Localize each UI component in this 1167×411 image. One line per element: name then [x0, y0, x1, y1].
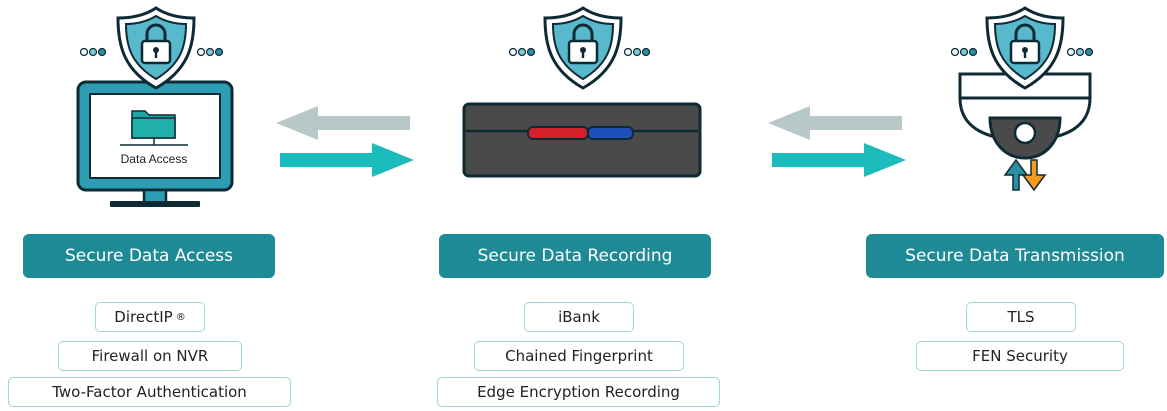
- column-title: Secure Data Transmission: [905, 246, 1125, 266]
- feature-two-factor-authentication: Two-Factor Authentication: [8, 377, 291, 407]
- feature-label: Firewall on NVR: [91, 347, 209, 365]
- upload-arrow-icon: [1003, 158, 1029, 191]
- feature-firewall-on-nvr: Firewall on NVR: [58, 341, 242, 371]
- column-title: Secure Data Access: [64, 246, 234, 266]
- lock-shield-icon: [543, 6, 623, 90]
- feature-label: FEN Security: [972, 347, 1068, 365]
- dots-left-icon: [950, 47, 978, 57]
- arrow-left-icon: [276, 106, 410, 140]
- feature-label: TLS: [1007, 308, 1035, 326]
- dots-right-icon: [196, 47, 224, 57]
- arrow-left-icon: [768, 106, 902, 140]
- dome-camera-icon: [958, 72, 1092, 160]
- arrow-right-icon: [772, 143, 906, 177]
- column-title: Secure Data Recording: [477, 246, 673, 266]
- title-secure-data-transmission: Secure Data Transmission: [866, 234, 1164, 278]
- feature-label: Two-Factor Authentication: [52, 383, 247, 401]
- dots-right-icon: [1066, 47, 1094, 57]
- feature-label: iBank: [558, 308, 600, 326]
- nvr-recorder-icon: [462, 102, 702, 178]
- monitor-label: Data Access: [121, 152, 188, 166]
- lock-shield-icon: [116, 6, 196, 90]
- feature-chained-fingerprint: Chained Fingerprint: [474, 341, 684, 371]
- feature-directip: DirectIP®: [95, 302, 205, 332]
- dots-left-icon: [79, 47, 107, 57]
- registered-mark: ®: [175, 311, 186, 323]
- diagram-graphics: Data Access: [76, 6, 1094, 207]
- arrow-right-icon: [280, 143, 414, 177]
- folder-icon: [120, 110, 188, 146]
- feature-ibank: iBank: [524, 302, 634, 332]
- title-secure-data-recording: Secure Data Recording: [439, 234, 711, 278]
- feature-tls: TLS: [966, 302, 1076, 332]
- feature-label: Edge Encryption Recording: [477, 383, 680, 401]
- feature-label: DirectIP: [114, 308, 173, 326]
- dots-left-icon: [508, 47, 536, 57]
- download-arrow-icon: [1021, 159, 1047, 192]
- feature-edge-encryption-recording: Edge Encryption Recording: [437, 377, 720, 407]
- feature-label: Chained Fingerprint: [505, 347, 653, 365]
- feature-fen-security: FEN Security: [916, 341, 1124, 371]
- dots-right-icon: [623, 47, 651, 57]
- title-secure-data-access: Secure Data Access: [23, 234, 275, 278]
